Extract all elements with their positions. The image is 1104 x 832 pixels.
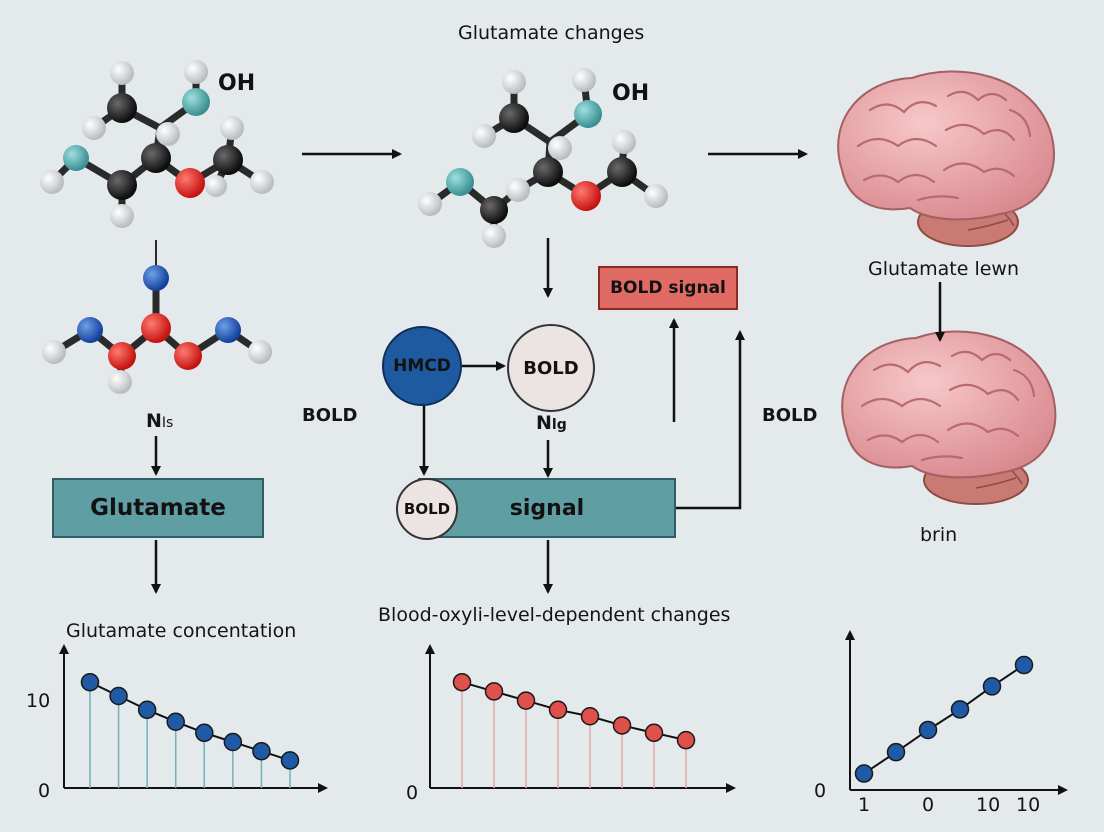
bold-small-circle: BOLD (396, 478, 458, 540)
chart-point (612, 716, 632, 735)
chart-point (854, 764, 874, 783)
glutamate-lewn-label: Glutamate lewn (868, 258, 1020, 280)
chart3-ytick-0: 0 (814, 780, 827, 802)
chart-point (137, 700, 157, 720)
n-label-left: NIs (146, 410, 173, 432)
bold-label-right: BOLD (762, 405, 818, 426)
chart-point (166, 712, 185, 732)
bold-label-left: BOLD (302, 405, 358, 426)
chart1-ytick-10: 10 (26, 690, 51, 712)
chart-point (580, 706, 600, 726)
chart-point (280, 751, 300, 770)
chart-axes (59, 630, 1068, 795)
brin-label: brin (920, 524, 958, 546)
chart-point (452, 672, 472, 692)
chart-point (195, 723, 214, 743)
chart-point (548, 700, 568, 720)
n-label-middle-sub: lg (551, 417, 567, 433)
chart-point (982, 677, 1002, 696)
chart-point (484, 682, 504, 701)
chart3-xtick: 0 (922, 794, 935, 816)
chart-brain-response (854, 655, 1034, 783)
chart1-ytick-0: 0 (38, 780, 51, 802)
chart-point (644, 723, 664, 743)
n-label-left-main: N (146, 410, 162, 432)
bold-circle: BOLD (507, 324, 595, 412)
diagram-title: Glutamate changes (458, 22, 645, 44)
flow-arrows (151, 149, 945, 594)
chart3-xtick: 1 (858, 794, 871, 816)
molecule-label-oh: OH (218, 71, 255, 96)
chart-series-line (863, 664, 1025, 775)
chart-point (109, 686, 128, 706)
chart-point (80, 672, 100, 692)
brain-bottom-icon (841, 330, 1057, 505)
chart-bold-changes (452, 672, 696, 788)
molecule-top-left: OH (40, 60, 274, 228)
chart-point (918, 720, 938, 740)
bold-signal-box: BOLD signal (598, 266, 738, 310)
chart-point (223, 732, 243, 752)
molecule-middle-left (42, 240, 272, 394)
chart-point (1014, 655, 1034, 675)
chart-point (886, 742, 906, 762)
hmcd-circle: HMCD (382, 326, 462, 406)
chart3-xtick: 10 (1016, 794, 1041, 816)
chart-point (516, 691, 536, 710)
n-label-middle: Nlg (536, 412, 567, 434)
chart-point (252, 741, 271, 761)
chart1-title: Glutamate concentation (66, 620, 297, 642)
brain-top-icon (837, 70, 1055, 247)
n-label-middle-main: N (536, 412, 552, 434)
molecule-top-middle: OH (418, 68, 668, 248)
chart2-title: Blood-oxyli-level-dependent changes (378, 604, 731, 626)
n-label-left-sub: Is (161, 415, 174, 431)
chart2-ytick-0: 0 (406, 782, 419, 804)
chart-point (950, 700, 970, 719)
chart-point (676, 730, 696, 750)
molecule-label-oh: OH (612, 81, 649, 106)
chart-glutamate-concentration (80, 672, 300, 788)
glutamate-box: Glutamate (52, 478, 264, 538)
chart3-xtick: 10 (976, 794, 1001, 816)
